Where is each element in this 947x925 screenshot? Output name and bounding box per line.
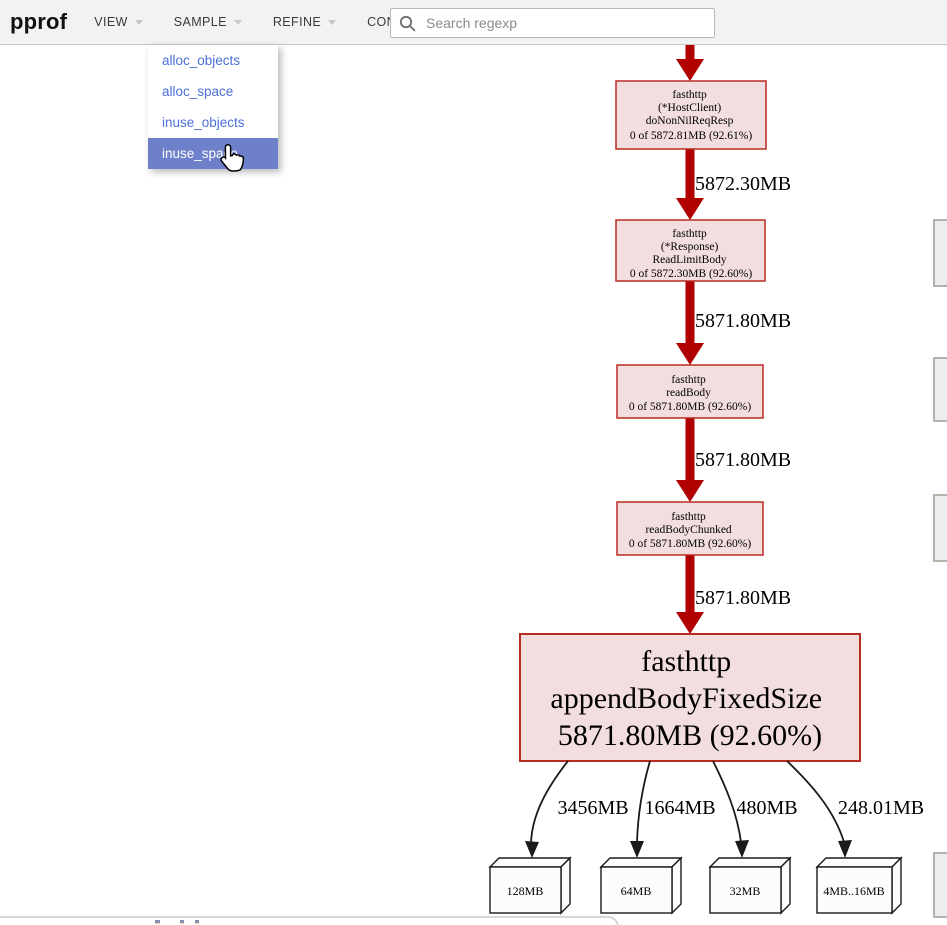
leaf-node-4MB-16MB[interactable]: 4MB..16MB xyxy=(815,856,903,915)
edge-to-4MB-16MB xyxy=(786,760,852,858)
node-label-line: fasthttp xyxy=(672,228,707,240)
edge-doNonNilReqResp-ReadLimitBody xyxy=(676,149,704,220)
edge-to-64MB xyxy=(630,760,651,858)
edge-arrowhead xyxy=(735,840,749,858)
leaf-node-label: 64MB xyxy=(621,884,652,898)
dropdown-item-inuse-objects[interactable]: inuse_objects xyxy=(162,115,245,130)
graph-node-doNonNilReqResp[interactable]: fasthttp (*HostClient) doNonNilReqResp 0… xyxy=(615,80,767,150)
leaf-node-64MB[interactable]: 64MB xyxy=(599,856,683,915)
edge-arrowhead xyxy=(630,841,644,858)
node-label-line: 0 of 5872.81MB (92.61%) xyxy=(630,130,753,142)
search-input[interactable] xyxy=(424,14,706,32)
dropdown-item-inuse-space[interactable]: inuse_space xyxy=(148,138,278,169)
edge-readBodyChunked-appendBodyFixedSize xyxy=(676,555,704,634)
svg-text:fasthttp readBodyChunked: fasthttp readBodyChunked 0 of 5871.80MB … xyxy=(629,511,752,550)
offscreen-node[interactable] xyxy=(933,852,947,918)
clipped-legend-text xyxy=(155,920,199,924)
svg-text:fasthttp appendBodyFixed: fasthttp appendBodyFixedSize 5871.80MB (… xyxy=(550,645,829,752)
offscreen-node[interactable] xyxy=(933,357,947,422)
edge-arrowhead xyxy=(676,198,704,220)
node-label-line: readBody xyxy=(666,387,711,399)
edge-incoming xyxy=(676,45,704,81)
leaf-node-label: 32MB xyxy=(730,884,761,898)
sample-dropdown: alloc_objects alloc_space inuse_objects … xyxy=(148,45,278,169)
node-label-line: 5871.80MB (92.60%) xyxy=(558,719,822,752)
node-label-line: 0 of 5872.30MB (92.60%) xyxy=(630,268,753,280)
leaf-node-label: 128MB xyxy=(507,884,544,898)
offscreen-node[interactable] xyxy=(933,219,947,287)
edge-arrowhead xyxy=(838,840,852,858)
node-label-line: (*Response) xyxy=(661,241,719,253)
menu-refine-label: REFINE xyxy=(272,15,322,29)
node-label-line: 0 of 5871.80MB (92.60%) xyxy=(629,401,752,413)
menu-view[interactable]: VIEW xyxy=(94,15,143,29)
edge-weight-label: 5871.80MB xyxy=(695,310,791,332)
edge-arrowhead xyxy=(676,59,704,81)
node-label-line: fasthttp xyxy=(641,645,731,678)
leaf-node-32MB[interactable]: 32MB xyxy=(708,856,792,915)
chevron-down-icon xyxy=(328,19,337,25)
menu-view-label: VIEW xyxy=(94,15,128,29)
chevron-down-icon xyxy=(233,19,242,25)
toolbar: pprof VIEW SAMPLE REFINE CONFIG xyxy=(0,0,947,45)
edge-weight-label: 480MB xyxy=(736,797,797,819)
menu-refine[interactable]: REFINE xyxy=(272,15,337,29)
node-label-line: fasthttp xyxy=(671,511,706,523)
graph-node-ReadLimitBody[interactable]: fasthttp (*Response) ReadLimitBody 0 of … xyxy=(615,219,766,282)
node-label-line: appendBodyFixedSize xyxy=(550,682,822,715)
legend-panel xyxy=(0,916,619,925)
edge-weight-label: 248.01MB xyxy=(838,797,924,819)
leaf-node-128MB[interactable]: 128MB xyxy=(488,856,572,915)
edge-to-128MB xyxy=(525,760,569,858)
edge-arrowhead xyxy=(676,612,704,634)
search-box xyxy=(390,8,715,38)
offscreen-node[interactable] xyxy=(933,494,947,562)
node-label-line: (*HostClient) xyxy=(658,102,721,114)
dropdown-item-alloc-space[interactable]: alloc_space xyxy=(162,84,234,99)
edge-weight-label: 3456MB xyxy=(557,797,628,819)
edge-readBody-readBodyChunked xyxy=(676,418,704,502)
dropdown-item-alloc-objects[interactable]: alloc_objects xyxy=(162,53,241,68)
node-label-line: readBodyChunked xyxy=(645,524,731,536)
graph-node-readBodyChunked[interactable]: fasthttp readBodyChunked 0 of 5871.80MB … xyxy=(616,501,764,556)
edge-to-32MB xyxy=(712,760,749,858)
edge-weight-label: 5871.80MB xyxy=(695,587,791,609)
search-icon xyxy=(399,15,416,31)
svg-text:fasthttp (*Response): fasthttp (*Response) ReadLimitBody 0 of … xyxy=(630,228,753,280)
leaf-node-label: 4MB..16MB xyxy=(823,884,884,898)
menu-sample-label: SAMPLE xyxy=(173,15,227,29)
edge-weight-label: 5871.80MB xyxy=(695,449,791,471)
menu-sample[interactable]: SAMPLE xyxy=(174,15,242,29)
edge-ReadLimitBody-readBody xyxy=(676,281,704,365)
node-label-line: fasthttp xyxy=(672,89,707,101)
app-logo: pprof xyxy=(10,9,68,34)
edge-arrowhead xyxy=(676,343,704,365)
node-label-line: ReadLimitBody xyxy=(653,254,727,266)
node-label-line: fasthttp xyxy=(671,374,706,386)
edge-arrowhead xyxy=(525,841,539,858)
graph-node-readBody[interactable]: fasthttp readBody 0 of 5871.80MB (92.60%… xyxy=(616,364,764,419)
node-label-line: doNonNilReqResp xyxy=(646,115,734,127)
edge-arrowhead xyxy=(676,480,704,502)
graph-node-appendBodyFixedSize[interactable]: fasthttp appendBodyFixedSize 5871.80MB (… xyxy=(519,633,861,762)
svg-text:fasthttp (*HostClient): fasthttp (*HostClient) doNonNilReqResp 0… xyxy=(630,89,753,142)
chevron-down-icon xyxy=(134,19,143,25)
call-graph: 5872.30MB 5871.80MB 5871.80MB 5871.80MB … xyxy=(0,45,947,925)
svg-text:fasthttp readBody: fasthttp readBody 0 of 5871.80MB (92.60%… xyxy=(629,374,752,413)
edge-weight-label: 5872.30MB xyxy=(695,173,791,195)
node-label-line: 0 of 5871.80MB (92.60%) xyxy=(629,538,752,550)
edge-weight-label: 1664MB xyxy=(644,797,715,819)
